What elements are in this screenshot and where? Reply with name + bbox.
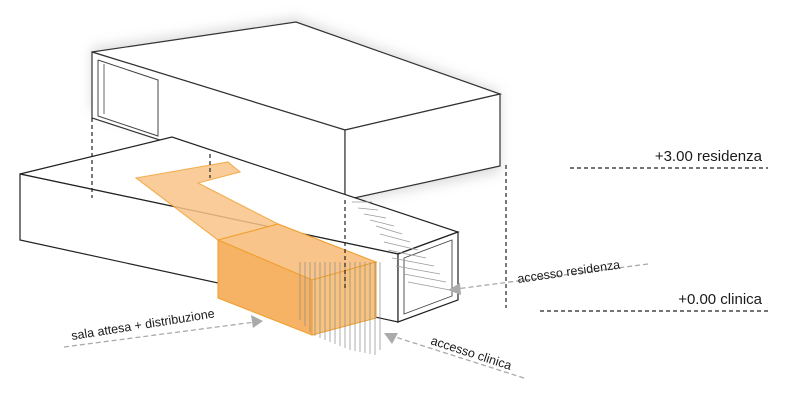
canopy-lines [299, 262, 381, 355]
level-label-residenza: +3.00 residenza [655, 148, 763, 165]
arrow-accesso-clinica [391, 335, 525, 379]
waiting-distribution-volume [134, 161, 378, 336]
upper-volume-residenza [91, 18, 503, 202]
projection-lines [91, 118, 507, 308]
arrow-sala-attesa [63, 321, 256, 348]
label-accesso-residenza: accesso residenza [516, 258, 621, 286]
label-accesso-clinica: accesso clinica [429, 334, 513, 373]
arrow-accesso-residenza [455, 263, 649, 290]
level-lines [540, 167, 768, 312]
level-label-clinica: +0.00 clinica [678, 291, 762, 308]
arrow-heads [251, 283, 461, 344]
access-arrows [63, 263, 649, 379]
stair-hatching [352, 201, 451, 291]
arrowhead-residenza [448, 283, 461, 295]
arrowhead-clinica [384, 333, 398, 344]
label-sala-attesa: sala attesa + distribuzione [70, 306, 215, 342]
arrowhead-sala-attesa [251, 315, 263, 328]
